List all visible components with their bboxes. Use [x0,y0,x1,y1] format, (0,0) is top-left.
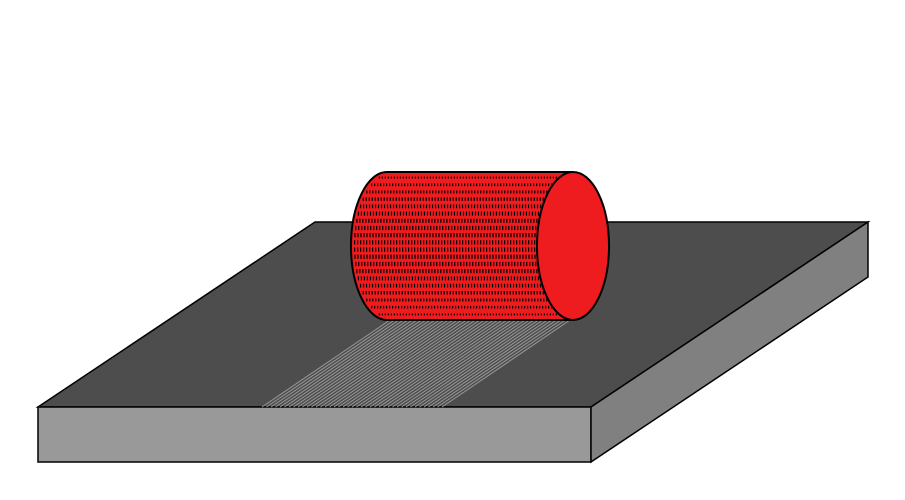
track-line [347,319,476,408]
track-line [414,319,544,408]
track-line [378,319,508,408]
track-line [324,319,454,408]
track-line [396,319,526,408]
track-line [360,319,490,408]
track-line [392,319,521,408]
track-line [356,319,485,408]
track-line [410,319,539,408]
track-line [288,319,418,408]
track-line [293,319,422,408]
track-line [351,319,481,408]
track-line [284,319,413,408]
track-line [374,319,503,408]
track-line [419,319,548,408]
track-line [311,319,440,408]
slab-side-face [590,220,869,464]
roller-cylinder [350,171,610,321]
track-line [315,319,445,408]
track-line [333,319,463,408]
track-line [428,319,557,408]
pressed-track [261,319,571,408]
track-line [423,319,553,408]
track-line [432,319,562,408]
track-line [401,319,530,408]
roller-body [350,171,574,321]
track-line [405,319,535,408]
track-line [383,319,512,408]
track-line [266,319,395,408]
roller-end-face [536,171,610,321]
track-line [270,319,400,408]
track-line [387,319,517,408]
track-line [437,319,566,408]
slab-front-face [37,406,592,463]
roller-texture [354,176,562,316]
track-line [279,319,409,408]
track-line [302,319,431,408]
track-line [297,319,427,408]
track-line [275,319,404,408]
track-line [329,319,458,408]
track-line [441,319,571,408]
track-line [261,319,391,408]
track-line [338,319,467,408]
track-line [365,319,494,408]
track-line [306,319,436,408]
track-line [369,319,499,408]
track-line [342,319,472,408]
track-line [320,319,449,408]
